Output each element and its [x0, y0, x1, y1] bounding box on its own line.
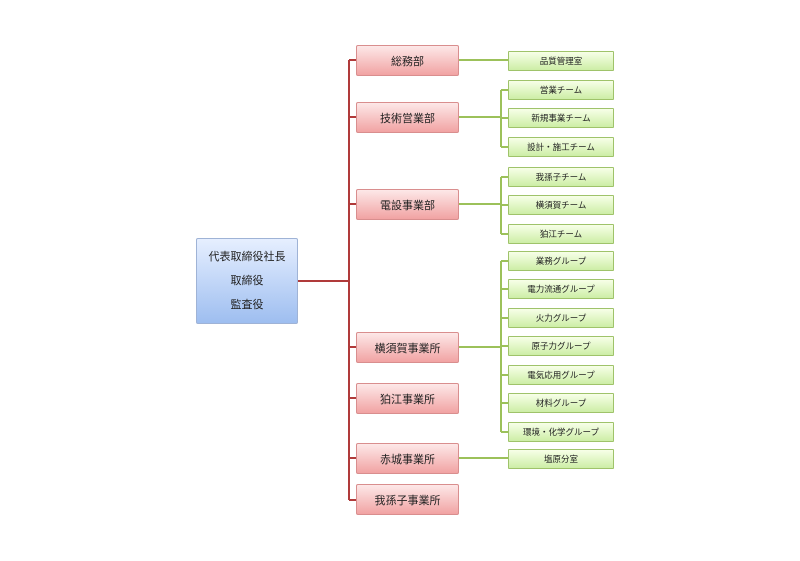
dept-box-abiko-office: 我孫子事業所	[356, 484, 459, 515]
unit-box-shiobara-branch: 塩原分室	[508, 449, 614, 469]
unit-box-operations-group: 業務グループ	[508, 251, 614, 271]
executive-title-auditor: 監査役	[230, 298, 264, 311]
dept-box-general-affairs: 総務部	[356, 45, 459, 76]
executive-title-director: 取締役	[230, 274, 264, 287]
dept-box-komae-office: 狛江事業所	[356, 383, 459, 414]
unit-box-new-business-team: 新規事業チーム	[508, 108, 614, 128]
unit-box-quality-control: 品質管理室	[508, 51, 614, 71]
unit-box-abiko-team: 我孫子チーム	[508, 167, 614, 187]
unit-box-yokosuka-team: 横須賀チーム	[508, 195, 614, 215]
dept-box-akagi-office: 赤城事業所	[356, 443, 459, 474]
unit-box-materials-group: 材料グループ	[508, 393, 614, 413]
unit-box-power-distribution-group: 電力流通グループ	[508, 279, 614, 299]
dept-box-yokosuka-office: 横須賀事業所	[356, 332, 459, 363]
executive-title-president: 代表取締役社長	[208, 250, 286, 263]
unit-box-design-construction-team: 設計・施工チーム	[508, 137, 614, 157]
unit-box-komae-team: 狛江チーム	[508, 224, 614, 244]
dept-box-electrical-construction: 電設事業部	[356, 189, 459, 220]
dept-box-technical-sales: 技術営業部	[356, 102, 459, 133]
unit-box-electrical-applications-group: 電気応用グループ	[508, 365, 614, 385]
executive-box: 代表取締役社長 取締役 監査役	[196, 238, 298, 324]
unit-box-sales-team: 営業チーム	[508, 80, 614, 100]
unit-box-nuclear-power-group: 原子力グループ	[508, 336, 614, 356]
unit-box-environment-chemistry-group: 環境・化学グループ	[508, 422, 614, 442]
unit-box-thermal-power-group: 火力グループ	[508, 308, 614, 328]
